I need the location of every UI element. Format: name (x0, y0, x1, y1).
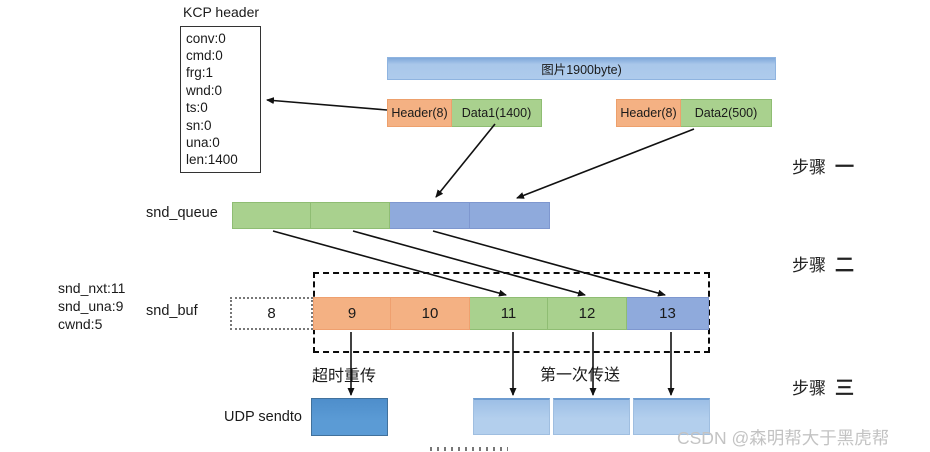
arrow-header-to-kcp (266, 97, 388, 111)
udp-send-box-3 (633, 398, 710, 435)
state-snd-una: snd_una:9 (58, 298, 124, 314)
udp-sendto-label: UDP sendto (224, 409, 302, 425)
kcp-header-title: KCP header (183, 4, 260, 20)
snd-buf-cell-11: 11 (470, 297, 548, 330)
step-2-numeral: 二 (835, 255, 855, 276)
snd-buf-cell-12: 12 (548, 297, 627, 330)
step-1-numeral: 一 (835, 157, 855, 178)
kcp-field-conv: conv:0 (186, 30, 226, 46)
udp-retransmit-box (311, 398, 388, 436)
arrow-data2-to-queue (516, 128, 695, 199)
timeout-retransmit-label: 超时重传 (312, 368, 377, 385)
step-3-prefix: 步骤 (792, 379, 826, 398)
step-1-prefix: 步骤 (792, 158, 826, 177)
udp-send-box-1 (473, 398, 550, 435)
packet-2-header-cell: Header(8) (616, 99, 681, 127)
step-3-numeral: 三 (835, 378, 855, 399)
snd-queue-segment-4 (470, 202, 550, 229)
snd-buf-label: snd_buf (146, 303, 198, 319)
snd-buf-row: 9 10 11 12 13 (313, 297, 709, 330)
first-transmission-label: 第一次传送 (540, 367, 621, 384)
clipped-text-fragment (430, 447, 508, 451)
udp-send-box-2 (553, 398, 630, 435)
packet-2-data-cell: Data2(500) (681, 99, 772, 127)
picture-byte-bar: 图片1900byte) (387, 57, 776, 80)
kcp-field-sn: sn:0 (186, 117, 212, 133)
snd-buf-cell-8: 8 (230, 297, 313, 330)
step-3-label: 步骤三 (792, 373, 854, 400)
snd-buf-cell-10: 10 (391, 297, 470, 330)
snd-queue-label: snd_queue (146, 205, 218, 221)
snd-queue-segment-2 (311, 202, 390, 229)
kcp-field-una: una:0 (186, 134, 220, 150)
packet-1-header-cell: Header(8) (387, 99, 452, 127)
step-1-label: 步骤一 (792, 152, 854, 179)
kcp-field-ts: ts:0 (186, 100, 208, 116)
snd-queue-segment-1 (232, 202, 311, 229)
kcp-field-len: len:1400 (186, 152, 238, 168)
snd-queue-segment-3 (390, 202, 470, 229)
snd-queue-bar (232, 202, 550, 229)
kcp-field-frg: frg:1 (186, 65, 214, 81)
state-cwnd: cwnd:5 (58, 316, 103, 332)
step-2-prefix: 步骤 (792, 256, 826, 275)
snd-buf-cell-9: 9 (313, 297, 391, 330)
kcp-field-cmd: cmd:0 (186, 48, 223, 64)
snd-buf-cell-13: 13 (627, 297, 709, 330)
kcp-field-wnd: wnd:0 (186, 82, 223, 98)
state-info: snd_nxt:11 snd_una:9 cwnd:5 (58, 279, 125, 333)
packet-1-data-cell: Data1(1400) (452, 99, 542, 127)
csdn-watermark: CSDN @森明帮大于黑虎帮 (677, 428, 890, 448)
state-snd-nxt: snd_nxt:11 (58, 280, 126, 296)
kcp-header-box: conv:0 cmd:0 frg:1 wnd:0 ts:0 sn:0 una:0… (180, 26, 261, 173)
packet-2: Header(8) Data2(500) (616, 99, 772, 127)
arrow-data1-to-queue (435, 123, 496, 198)
step-2-label: 步骤二 (792, 250, 854, 277)
packet-1: Header(8) Data1(1400) (387, 99, 542, 127)
